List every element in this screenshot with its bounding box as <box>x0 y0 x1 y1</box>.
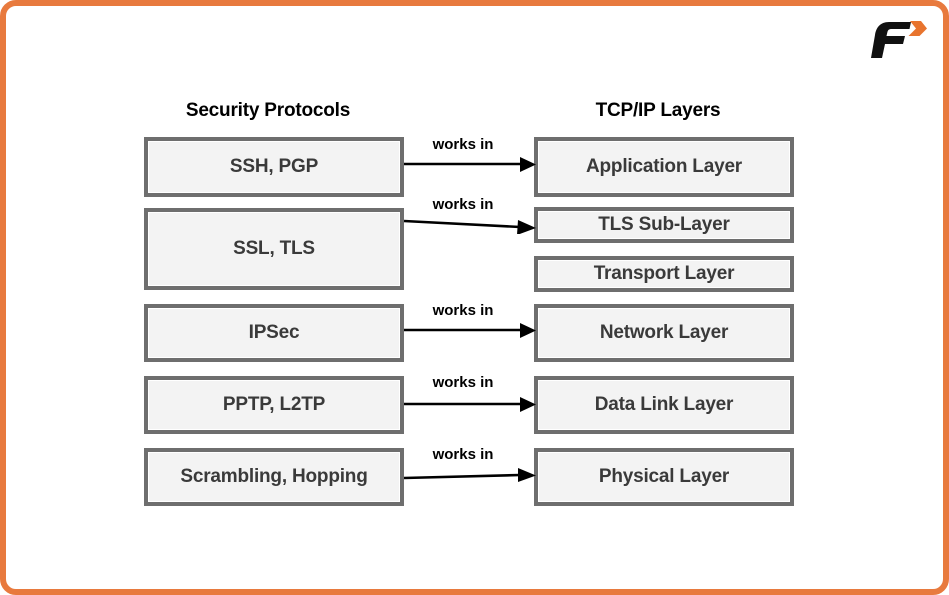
node-application-layer[interactable]: Application Layer <box>534 137 794 197</box>
arrow-icon <box>404 219 536 234</box>
arrow-icon <box>404 323 536 338</box>
node-label: SSL, TLS <box>233 238 315 259</box>
node-network-layer[interactable]: Network Layer <box>534 304 794 362</box>
arrow-icon <box>404 157 536 172</box>
arrow-icon <box>404 397 536 412</box>
node-label: Network Layer <box>599 322 729 343</box>
node-ssh-pgp[interactable]: SSH, PGP <box>144 137 404 197</box>
connector-pptp-l2tp-to-data-link: works in <box>404 374 536 414</box>
node-label: PPTP, L2TP <box>222 394 326 415</box>
node-physical-layer[interactable]: Physical Layer <box>534 448 794 506</box>
node-ssl-tls[interactable]: SSL, TLS <box>144 208 404 290</box>
node-pptp-l2tp[interactable]: PPTP, L2TP <box>144 376 404 434</box>
arrow-icon <box>404 468 536 482</box>
connector-ssh-pgp-to-application: works in <box>404 136 536 176</box>
connector-label: works in <box>432 196 494 213</box>
connector-label: works in <box>432 136 494 153</box>
node-label: TLS Sub-Layer <box>598 214 730 235</box>
connector-label: works in <box>432 446 494 463</box>
node-label: SSH, PGP <box>229 156 319 177</box>
node-label: Physical Layer <box>598 466 730 487</box>
connector-ssl-tls-to-tls-sub: works in <box>404 196 536 236</box>
node-scrambling-hopping[interactable]: Scrambling, Hopping <box>144 448 404 506</box>
node-label: Transport Layer <box>593 263 735 284</box>
node-data-link-layer[interactable]: Data Link Layer <box>534 376 794 434</box>
node-ipsec[interactable]: IPSec <box>144 304 404 362</box>
node-label: IPSec <box>248 322 300 343</box>
connector-scrambling-hopping-to-physical: works in <box>404 446 536 486</box>
connector-label: works in <box>432 374 494 391</box>
brand-logo-icon <box>869 14 929 64</box>
node-transport-layer[interactable]: Transport Layer <box>534 256 794 292</box>
node-label: Application Layer <box>585 156 743 177</box>
node-tls-sub-layer[interactable]: TLS Sub-Layer <box>534 207 794 243</box>
column-header-tcpip-layers: TCP/IP Layers <box>595 100 721 121</box>
connector-label: works in <box>432 302 494 319</box>
node-label: Data Link Layer <box>594 394 734 415</box>
node-label: Scrambling, Hopping <box>180 466 368 487</box>
connector-ipsec-to-network: works in <box>404 302 536 342</box>
column-header-security-protocols: Security Protocols <box>185 100 351 121</box>
